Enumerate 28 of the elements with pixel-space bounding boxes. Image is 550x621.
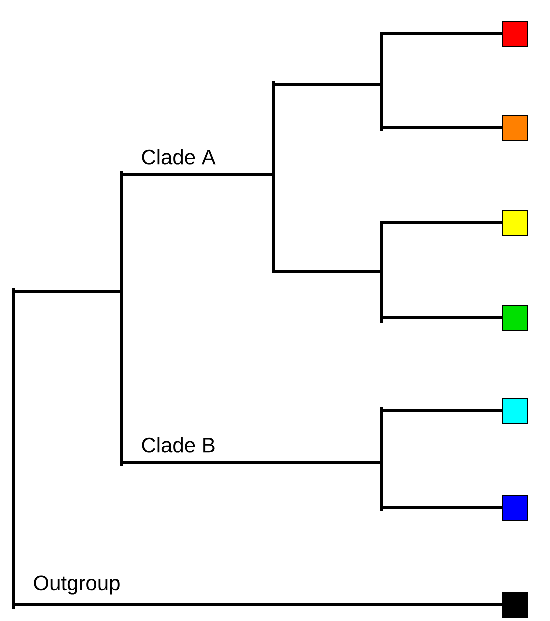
branch-line (14, 604, 502, 606)
branch-bar (380, 222, 384, 324)
branch-line (382, 316, 502, 320)
branch-bar (380, 408, 384, 512)
branch-line (382, 410, 502, 412)
branch-line (274, 270, 380, 274)
leaf-square (502, 210, 528, 236)
branch-bar (120, 172, 124, 466)
leaf-square (502, 305, 528, 331)
edge-label: Clade B (142, 437, 215, 453)
branch-line (382, 32, 502, 36)
leaf-square (502, 592, 528, 618)
branch-bar (272, 82, 276, 274)
branch-line (382, 506, 502, 510)
branch-line (382, 126, 502, 130)
branch-bar (12, 288, 16, 610)
edge-label: Outgroup (34, 576, 120, 595)
branch-line (122, 462, 380, 464)
edge-label: Clade A (142, 149, 216, 165)
branch-line (122, 174, 272, 176)
leaf-square (502, 115, 528, 141)
branch-line (382, 222, 502, 224)
leaf-square (502, 495, 528, 521)
leaf-square (502, 398, 528, 424)
branch-bar (380, 32, 384, 132)
branch-line (14, 290, 120, 294)
leaf-square (502, 21, 528, 47)
branch-line (274, 84, 380, 86)
